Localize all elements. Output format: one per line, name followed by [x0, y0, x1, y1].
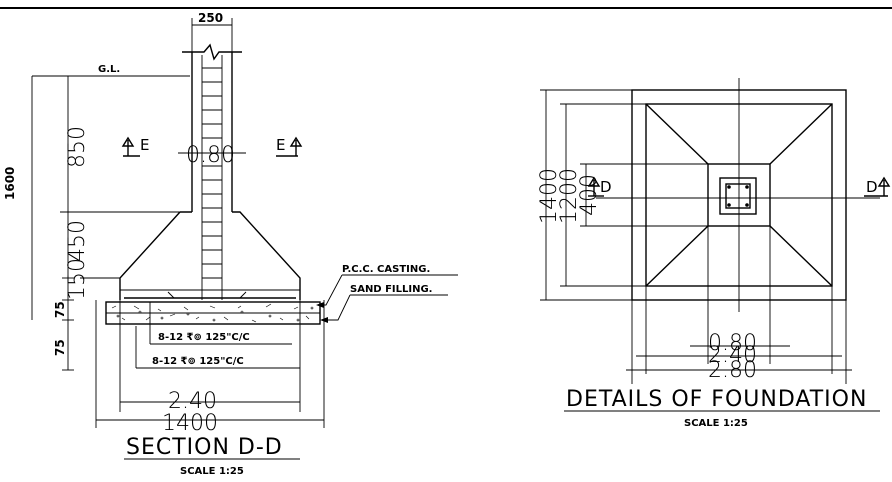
marker-e-right: E [276, 136, 285, 154]
arrow-up-icon [587, 176, 601, 196]
dim-plan-1200: 1200 [557, 168, 582, 224]
arrow-up-icon [121, 136, 135, 156]
dim-75-upper: 75 [53, 301, 67, 318]
plan-scale: SCALE 1:25 [684, 418, 748, 429]
arrow-left-icon [316, 302, 324, 308]
section-title: SECTION D-D [126, 435, 283, 460]
marker-d-right: D [866, 178, 878, 196]
dim-250: 250 [198, 11, 223, 25]
plan-title: DETAILS OF FOUNDATION [566, 387, 867, 412]
section-scale: SCALE 1:25 [180, 466, 244, 477]
foundation-plan: D D 1400 1200 400 0.80 2.40 2.80 DETAILS… [537, 78, 891, 429]
gl-label: G.L. [98, 64, 120, 75]
plan-column [719, 177, 757, 215]
arrow-up-icon [289, 136, 303, 156]
note-sand-filling: SAND FILLING. [350, 284, 433, 295]
dim-plan-240: 2.40 [708, 343, 757, 368]
dim-plan-280: 2.80 [708, 358, 757, 383]
dim-1600: 1600 [3, 167, 17, 200]
marker-e-left: E [140, 136, 149, 154]
dim-1400: 1400 [162, 411, 218, 436]
dim-850: 850 [65, 126, 90, 168]
dim-plan-080: 0.80 [708, 331, 757, 356]
dim-plan-400: 400 [577, 174, 602, 216]
dim-450: 450 [65, 220, 90, 262]
dim-150: 150 [65, 258, 90, 300]
bar-note-bottom: 8-12 ₹⊚ 125"C/C [152, 356, 244, 367]
section-d-d: 250 0.80 E E [3, 11, 458, 477]
marker-d-left: D [600, 178, 612, 196]
arrow-up-icon [877, 176, 891, 196]
note-pcc-casting: P.C.C. CASTING. [342, 264, 430, 275]
dim-column-080: 0.80 [186, 143, 235, 168]
dim-240: 2.40 [168, 389, 217, 414]
dim-75-lower: 75 [53, 339, 67, 356]
bar-note-top: 8-12 ₹⊚ 125"C/C [158, 332, 250, 343]
dim-plan-1400: 1400 [537, 168, 562, 224]
